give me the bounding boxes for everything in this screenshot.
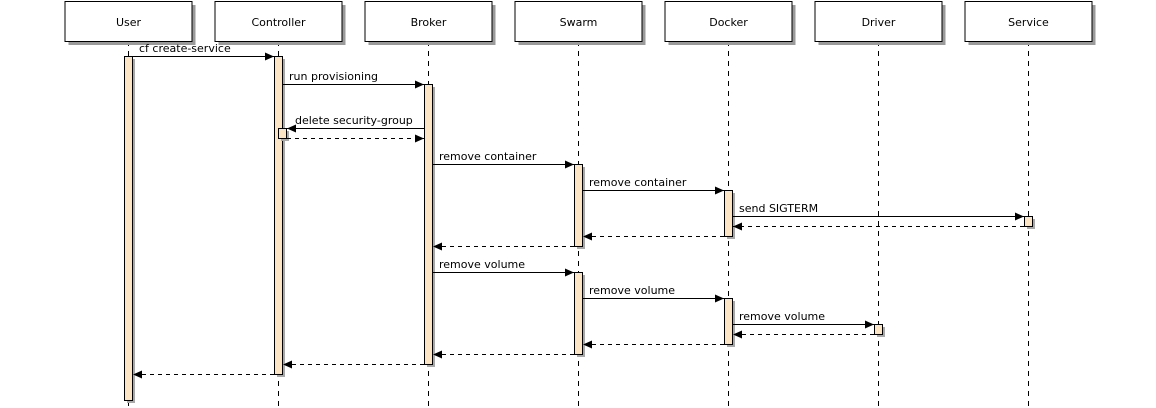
message-return-docker-to-swarm: [583, 340, 724, 349]
message-label: remove container: [439, 150, 537, 163]
message-return-swarm-to-broker: [433, 242, 574, 251]
arrowhead: [1015, 212, 1024, 221]
participant-box-broker: [364, 1, 493, 42]
arrowhead: [733, 330, 742, 339]
participant-headers: User Controller Broker Swarm Docker Driver Ser…: [64, 1, 1096, 45]
participant-name-broker: Broker: [411, 16, 447, 29]
participant-name-controller: Controller: [251, 16, 306, 29]
message-docker-to-driver: remove volume: [733, 310, 874, 329]
arrowhead: [565, 160, 574, 169]
message-label: remove volume: [439, 258, 525, 271]
message-return-controller-to-user: [133, 370, 274, 379]
participant-box-user: [64, 1, 193, 42]
activation-bar-broker: [424, 84, 433, 365]
message-broker-to-swarm: remove volume: [433, 258, 574, 277]
message-label: run provisioning: [289, 70, 378, 83]
message-return-docker-to-swarm: [583, 232, 724, 241]
activation-bar-driver: [874, 324, 883, 335]
participant-name-docker: Docker: [709, 16, 748, 29]
message-controller-to-broker: run provisioning: [283, 70, 424, 89]
arrowhead: [287, 124, 296, 133]
message-return-broker-to-controller: [283, 360, 424, 369]
arrowhead: [733, 222, 742, 231]
participant-box-swarm: [514, 1, 643, 42]
participant-name-driver: Driver: [862, 16, 896, 29]
message-return-swarm-to-broker: [433, 350, 574, 359]
arrowhead: [133, 370, 142, 379]
arrowhead: [433, 350, 442, 359]
arrowhead: [283, 360, 292, 369]
participant-name-user: User: [116, 16, 142, 29]
participant-name-swarm: Swarm: [560, 16, 598, 29]
activation-bar-swarm: [574, 272, 583, 355]
arrowhead: [433, 242, 442, 251]
message-swarm-to-docker: remove volume: [583, 284, 724, 303]
message-label: send SIGTERM: [739, 202, 818, 215]
message-swarm-to-docker: remove container: [583, 176, 724, 195]
participant-name-service: Service: [1008, 16, 1049, 29]
participant-box-driver: [814, 1, 943, 42]
arrowhead: [565, 268, 574, 277]
participant-box-service: [964, 1, 1093, 42]
message-label: remove volume: [739, 310, 825, 323]
arrowhead: [583, 340, 592, 349]
activation-bars: [124, 56, 1035, 403]
message-user-to-controller: cf create-service: [133, 42, 274, 61]
arrowhead: [865, 320, 874, 329]
arrowhead: [415, 80, 424, 89]
activation-bar-swarm: [574, 164, 583, 247]
participant-box-controller: [214, 1, 343, 42]
message-return-controller-to-broker: [287, 134, 424, 143]
arrowhead: [583, 232, 592, 241]
message-broker-to-controller: delete security-group: [287, 114, 424, 133]
message-label: delete security-group: [295, 114, 413, 127]
message-docker-to-service: send SIGTERM: [733, 202, 1024, 221]
activation-bar-controller: [274, 56, 283, 375]
activation-bar-service: [1024, 216, 1033, 227]
arrowhead: [415, 134, 424, 143]
arrowhead: [265, 52, 274, 61]
messages: cf create-service run provisioning delete …: [133, 42, 1024, 379]
message-label: remove container: [589, 176, 687, 189]
activation-bar-user: [124, 56, 133, 401]
message-label: remove volume: [589, 284, 675, 297]
arrowhead: [715, 294, 724, 303]
message-return-driver-to-docker: [733, 330, 874, 339]
message-label: cf create-service: [139, 42, 231, 55]
activation-bar-docker: [724, 190, 733, 237]
participant-box-docker: [664, 1, 793, 42]
message-broker-to-swarm: remove container: [433, 150, 574, 169]
message-return-service-to-docker: [733, 222, 1024, 231]
arrowhead: [715, 186, 724, 195]
activation-bar-docker: [724, 298, 733, 345]
activation-bar-controller: [278, 128, 287, 139]
